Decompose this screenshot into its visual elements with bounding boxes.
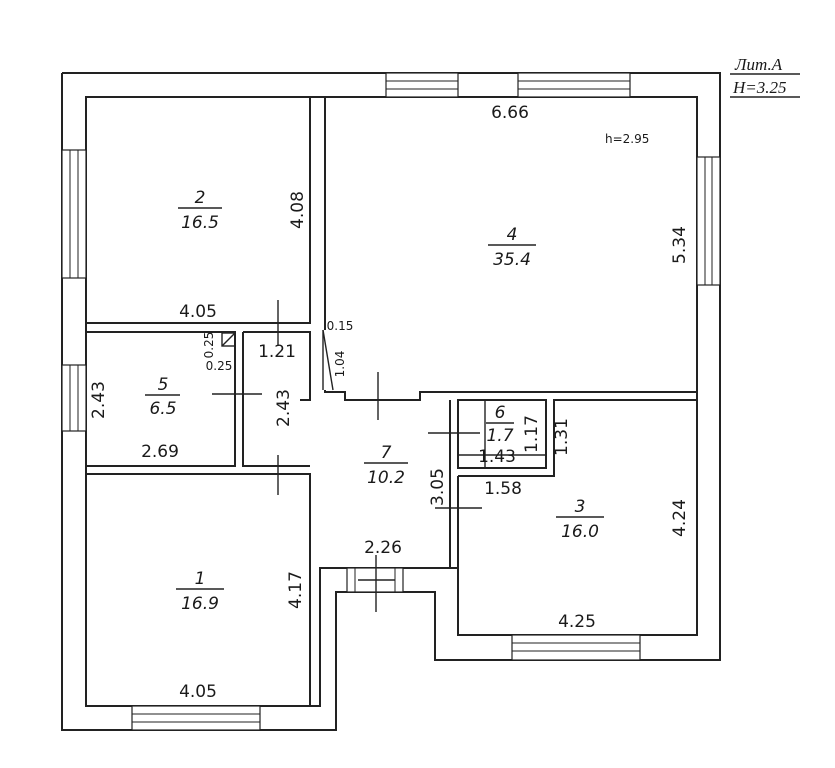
dim-2-43-left: 2.43 bbox=[89, 381, 109, 419]
room-number: 3 bbox=[575, 497, 586, 517]
room-label-4: 4 35.4 bbox=[488, 225, 536, 270]
dim-5-34: 5.34 bbox=[670, 226, 690, 264]
dim-1-58: 1.58 bbox=[484, 479, 522, 499]
dim-1-43: 1.43 bbox=[478, 447, 516, 467]
room-area: 16.0 bbox=[561, 522, 599, 542]
window-right bbox=[696, 156, 721, 286]
dim-4-05-top: 4.05 bbox=[179, 302, 217, 322]
room-area: 10.2 bbox=[367, 468, 405, 488]
window-top-2 bbox=[517, 72, 631, 98]
room-label-6: 6 1.7 bbox=[486, 403, 514, 446]
dim-3-05: 3.05 bbox=[428, 468, 448, 506]
window-bottom-2 bbox=[511, 634, 641, 661]
dim-2-43-mid: 2.43 bbox=[274, 389, 294, 427]
room-area: 16.9 bbox=[181, 594, 219, 614]
room-area: 16.5 bbox=[181, 213, 219, 233]
window-bottom-1 bbox=[131, 705, 261, 731]
dim-4-17: 4.17 bbox=[286, 571, 306, 609]
room-4-height-note: h=2.95 bbox=[605, 132, 649, 146]
dim-4-08: 4.08 bbox=[288, 191, 308, 229]
dim-4-05-bottom: 4.05 bbox=[179, 682, 217, 702]
room-number: 1 bbox=[195, 569, 206, 589]
window-top-1 bbox=[385, 72, 459, 98]
room-2-outline bbox=[85, 96, 311, 324]
dim-0-15: 0.15 bbox=[327, 319, 354, 333]
dim-2-26: 2.26 bbox=[364, 538, 402, 558]
room-area: 1.7 bbox=[486, 426, 513, 446]
dim-1-31: 1.31 bbox=[552, 418, 572, 456]
room-label-3: 3 16.0 bbox=[556, 497, 604, 542]
door-markers bbox=[212, 300, 546, 612]
room-area: 6.5 bbox=[149, 399, 176, 419]
room-6-outline bbox=[457, 399, 547, 469]
room-area: 35.4 bbox=[493, 250, 531, 270]
dim-4-24: 4.24 bbox=[670, 499, 690, 537]
dim-1-17: 1.17 bbox=[522, 415, 542, 453]
dim-0-25-b: 0.25 bbox=[206, 359, 233, 373]
room-number: 7 bbox=[381, 443, 392, 463]
window-left-2 bbox=[61, 364, 87, 432]
dim-6-66: 6.66 bbox=[491, 103, 529, 123]
room-label-1: 1 16.9 bbox=[176, 569, 224, 614]
inner-outline bbox=[85, 96, 698, 707]
dim-0-25-a: 0.25 bbox=[202, 332, 216, 359]
column-square bbox=[221, 332, 236, 347]
dim-1-21: 1.21 bbox=[258, 342, 296, 362]
corridor-wall-left-bottom bbox=[242, 332, 310, 467]
dim-1-04: 1.04 bbox=[333, 351, 347, 378]
dim-4-25: 4.25 bbox=[558, 612, 596, 632]
room-label-2: 2 16.5 bbox=[178, 188, 222, 233]
dim-2-69: 2.69 bbox=[141, 442, 179, 462]
room-number: 6 bbox=[495, 403, 506, 423]
window-left-1 bbox=[61, 149, 87, 279]
door-swing-4 bbox=[322, 329, 334, 391]
legend-height: H=3.25 bbox=[732, 78, 787, 97]
room-label-7: 7 10.2 bbox=[364, 443, 408, 488]
room-number: 4 bbox=[507, 225, 518, 245]
legend-lit: Лит.А bbox=[734, 55, 783, 74]
room-number: 5 bbox=[158, 375, 169, 395]
room-3-outline bbox=[457, 399, 698, 636]
column-diagonal bbox=[221, 332, 236, 347]
room-label-5: 5 6.5 bbox=[145, 375, 180, 419]
room-1-outline bbox=[86, 473, 311, 706]
room-number: 2 bbox=[195, 188, 206, 208]
corridor-wall-left bbox=[243, 331, 311, 401]
